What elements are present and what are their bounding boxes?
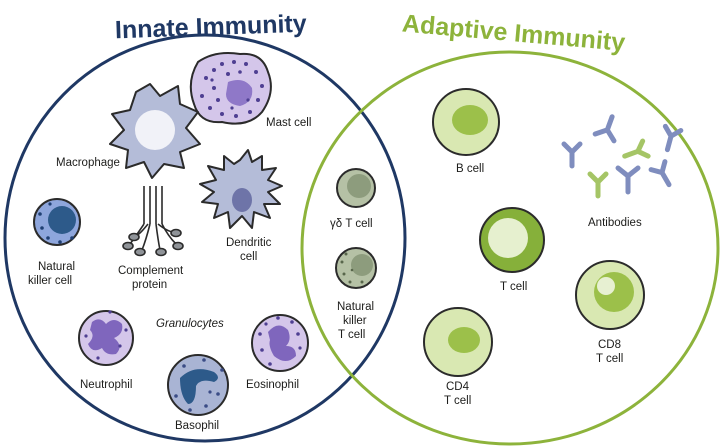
nkt-label-2: killer — [343, 315, 367, 327]
nk-cell-label-2: killer cell — [28, 275, 72, 287]
innate-title: Innate Immunity — [115, 10, 308, 45]
basophil-icon — [167, 354, 229, 416]
basophil-label: Basophil — [175, 420, 219, 432]
t-cell-icon — [479, 207, 545, 273]
cd4-t-cell-icon — [423, 307, 493, 377]
adaptive-circle — [300, 50, 720, 446]
antibodies-icon — [561, 114, 684, 199]
mast-cell-icon — [189, 52, 272, 125]
neutrophil-label: Neutrophil — [80, 379, 132, 391]
nkt-cell-icon — [335, 247, 377, 289]
complement-label-2: protein — [132, 279, 167, 291]
cd4-label-2: T cell — [444, 395, 471, 407]
dendritic-label-2: cell — [240, 251, 257, 263]
nkt-label-1: Natural — [337, 301, 374, 313]
b-cell-label: B cell — [456, 163, 484, 175]
nkt-label-3: T cell — [338, 329, 365, 341]
eosinophil-icon — [251, 314, 309, 372]
dendritic-cell-icon — [199, 149, 283, 229]
eosinophil-label: Eosinophil — [246, 379, 299, 391]
antibodies-label: Antibodies — [588, 217, 642, 229]
t-cell-label: T cell — [500, 281, 527, 293]
macrophage-label: Macrophage — [56, 157, 120, 169]
granulocytes-label: Granulocytes — [156, 318, 224, 330]
gd-t-cell-label: γδ T cell — [330, 218, 373, 230]
complement-protein-icon — [122, 186, 184, 257]
cd8-label-2: T cell — [596, 353, 623, 365]
cd8-label-1: CD8 — [598, 339, 621, 351]
innate-circle — [3, 33, 407, 443]
b-cell-icon — [432, 88, 500, 156]
neutrophil-icon — [78, 310, 134, 366]
gd-t-cell-icon — [336, 168, 376, 208]
mast-cell-label: Mast cell — [266, 117, 311, 129]
cd4-label-1: CD4 — [446, 381, 470, 393]
nk-cell-label-1: Natural — [38, 261, 75, 273]
macrophage-icon — [109, 83, 201, 179]
adaptive-title: Adaptive Immunity — [401, 10, 626, 57]
cd8-t-cell-icon — [575, 260, 645, 330]
natural-killer-cell-icon — [33, 198, 81, 246]
complement-label-1: Complement — [118, 265, 184, 277]
dendritic-label-1: Dendritic — [226, 237, 272, 249]
